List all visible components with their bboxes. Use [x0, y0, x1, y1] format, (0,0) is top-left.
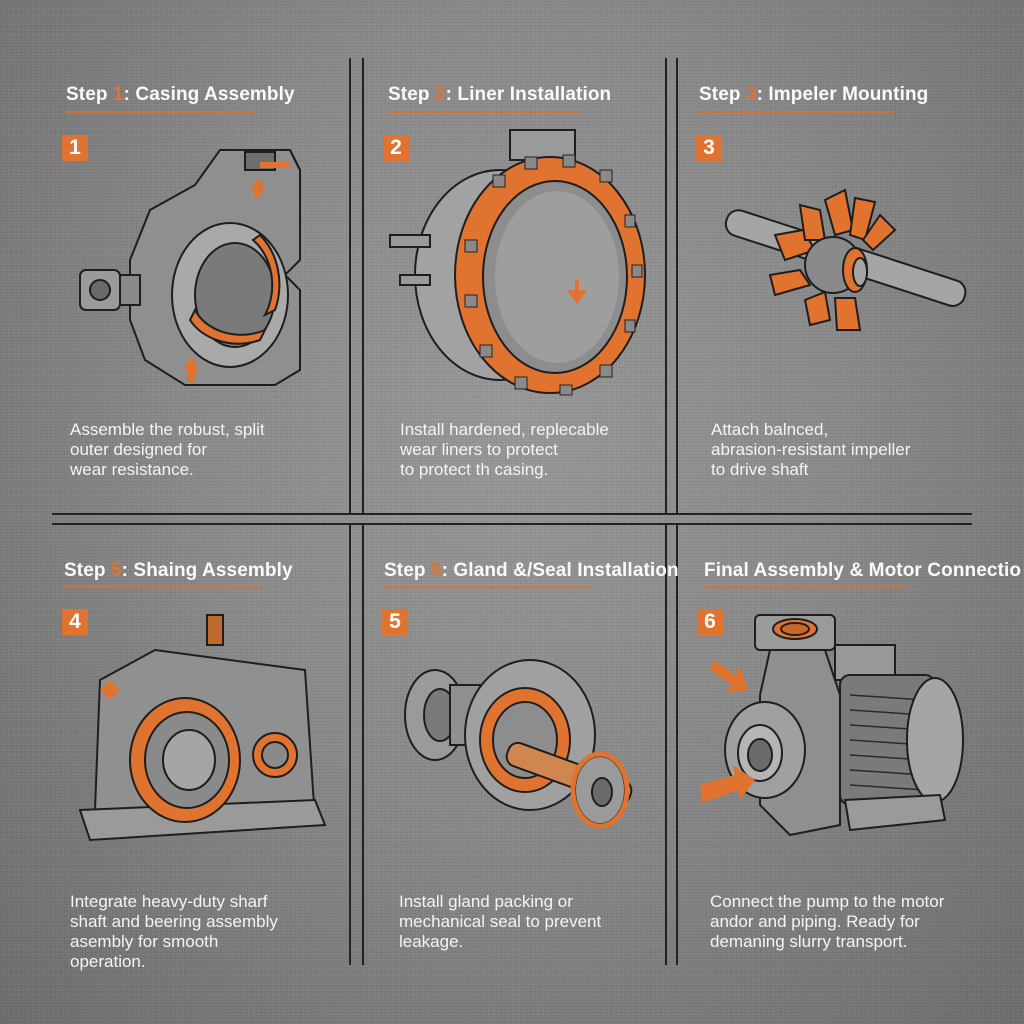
step-badge-6: 6 [697, 609, 723, 635]
grid-divider-v1b [362, 58, 364, 513]
title-underline [66, 111, 256, 113]
split-pump-casing-illustration [79, 149, 301, 386]
title-text: : Impeler Mounting [756, 84, 929, 105]
title-text: : Liner Installation [445, 84, 612, 105]
step-1-title: Step 1: Casing Assembly [66, 84, 295, 106]
step-3-description: Attach balnced, abrasion-resistant impel… [711, 420, 911, 479]
step-5-description: Install gland packing or mechanical seal… [399, 892, 602, 951]
step-badge-4: 4 [62, 609, 88, 635]
title-underline [387, 111, 580, 113]
title-prefix: Step [699, 84, 746, 105]
step-badge-1: 1 [62, 135, 88, 161]
title-underline [698, 111, 893, 113]
step-6-title: Final Assembly & Motor Connectio [704, 560, 1021, 582]
title-underline [704, 586, 908, 588]
grid-divider-h1a [52, 513, 972, 515]
step-number: 5 [110, 560, 122, 581]
step-3-title: Step 3: Impeler Mounting [699, 84, 928, 106]
grid-divider-v3b [362, 525, 364, 965]
grid-divider-v2b [676, 58, 678, 513]
step-1-description: Assemble the robust, split outer designe… [70, 420, 265, 479]
title-text: Final Assembly & Motor Connectio [704, 560, 1022, 581]
step-number: 2 [434, 84, 446, 105]
grid-divider-h1b [52, 523, 972, 525]
grid-divider-v4b [676, 525, 678, 965]
step-4-description: Integrate heavy-duty sharf shaft and bee… [70, 892, 278, 971]
grid-divider-v3a [349, 525, 351, 965]
title-text: : Shaing Assembly [121, 560, 293, 581]
title-underline [384, 586, 590, 588]
step-badge-2: 2 [383, 135, 409, 161]
wear-liner-ring-illustration [389, 129, 646, 396]
step-2-description: Install hardened, replecable wear liners… [400, 420, 609, 479]
bearing-housing-illustration [78, 614, 327, 842]
step-number: 5 [430, 560, 442, 581]
gland-seal-shaft-illustration [404, 659, 633, 829]
grid-divider-v4a [665, 525, 667, 965]
title-text: : Gland &/Seal Installation [441, 560, 679, 581]
impeller-on-shaft-illustration [724, 188, 967, 331]
title-prefix: Step [66, 84, 113, 105]
step-2-title: Step 2: Liner Installation [388, 84, 611, 106]
pump-motor-assembly-illustration [700, 614, 964, 837]
step-4-title: Step 5: Shaing Assembly [64, 560, 293, 582]
grid-divider-v1a [349, 58, 351, 513]
title-prefix: Step [64, 560, 111, 581]
step-badge-3: 3 [696, 135, 722, 161]
title-underline [64, 586, 261, 588]
step-number: 3 [745, 84, 757, 105]
grid-divider-v2a [665, 58, 667, 513]
step-6-description: Connect the pump to the motor andor and … [710, 892, 945, 951]
step-5-title: Step 5: Gland &/Seal Installation [384, 560, 679, 582]
title-text: : Casing Assembly [123, 84, 295, 105]
step-number: 1 [112, 84, 124, 105]
step-badge-5: 5 [382, 609, 408, 635]
title-prefix: Step [384, 560, 431, 581]
title-prefix: Step [388, 84, 435, 105]
